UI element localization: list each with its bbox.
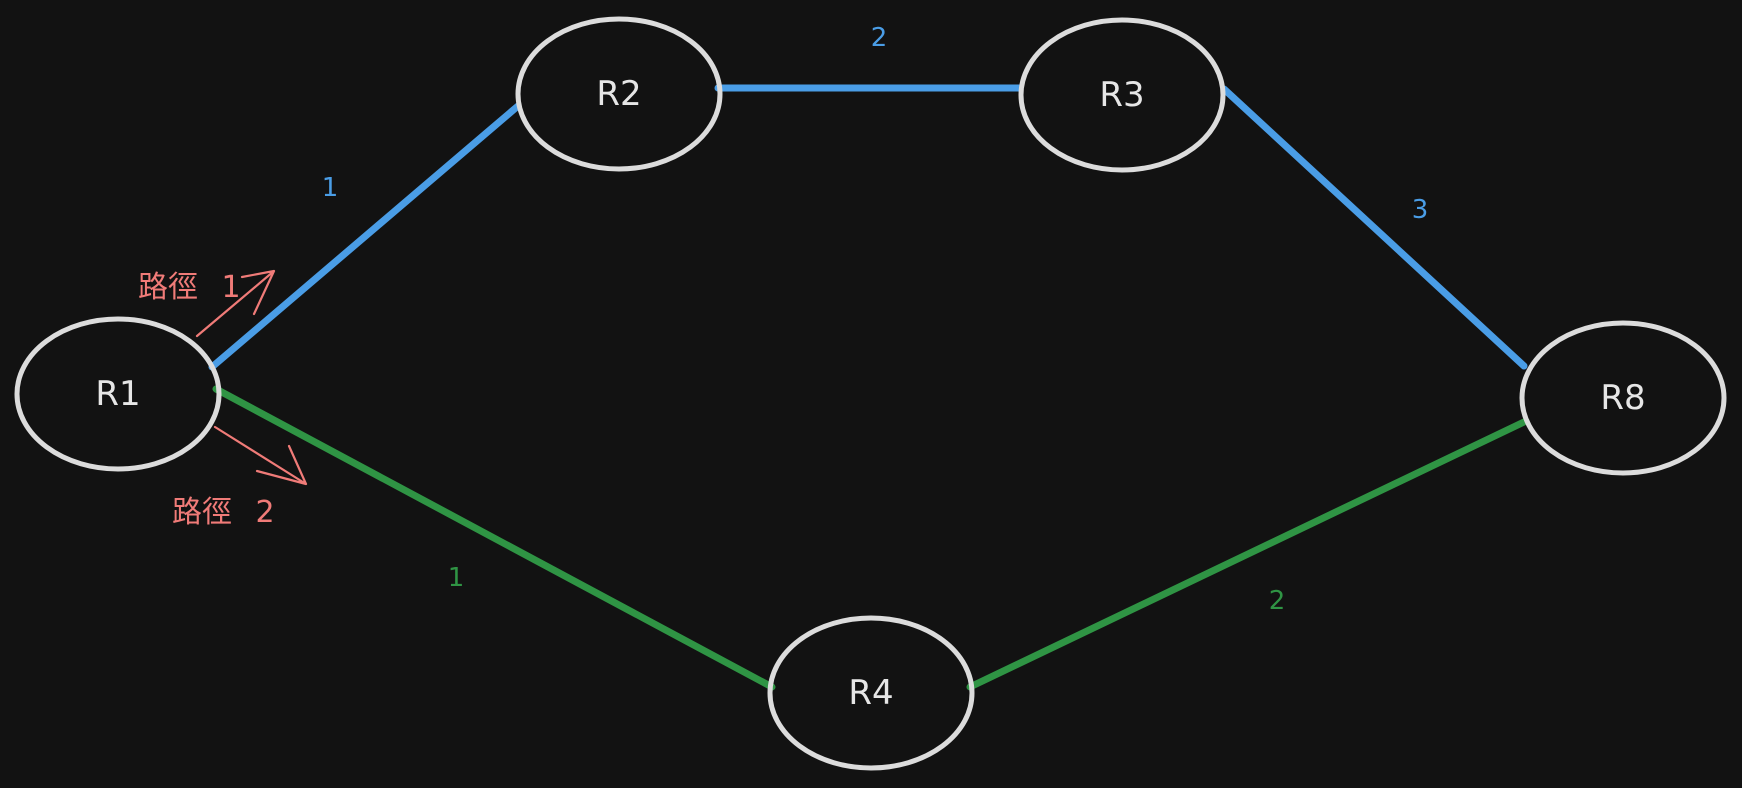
node-r4-label: R4	[848, 673, 893, 713]
node-r4-shape	[767, 615, 975, 771]
edge-weights: 1 2 3 1 2	[322, 23, 1429, 616]
path-1-annotation: 路徑 1	[138, 269, 276, 338]
node-r3-shape	[1018, 17, 1226, 173]
node-r2-label: R2	[596, 74, 641, 114]
edge-r1-r2	[208, 102, 522, 371]
path-1-text: 路徑	[138, 270, 198, 305]
path-2-label: 路徑 2	[172, 495, 275, 530]
node-r8[interactable]: R8	[1519, 320, 1727, 476]
node-r4[interactable]: R4	[767, 615, 975, 771]
edge-r1-r4	[212, 385, 776, 691]
edges	[208, 84, 1530, 691]
path-annotations: 路徑 1 路徑 2	[138, 269, 308, 530]
node-r8-shape	[1519, 320, 1727, 476]
path-1-number: 1	[222, 270, 241, 305]
path-2-number: 2	[256, 495, 275, 530]
node-r3[interactable]: R3	[1018, 17, 1226, 173]
node-r3-label: R3	[1099, 75, 1144, 115]
path-2-arrow-icon	[213, 425, 308, 486]
edge-r4-r8	[966, 417, 1530, 691]
path-2-annotation: 路徑 2	[172, 425, 308, 530]
path-1-arrow-icon	[195, 269, 276, 338]
node-r8-label: R8	[1600, 378, 1645, 418]
node-r1-label: R1	[95, 374, 140, 414]
weight-r1-r4: 1	[448, 563, 465, 593]
nodes: R1 R2 R3 R8 R4	[14, 16, 1727, 771]
weight-r3-r8: 3	[1412, 195, 1429, 225]
node-r2[interactable]: R2	[515, 16, 723, 172]
weight-r4-r8: 2	[1269, 586, 1286, 616]
edge-r3-r8	[1220, 85, 1528, 370]
weight-r1-r2: 1	[322, 173, 339, 203]
weight-r2-r3: 2	[871, 23, 888, 53]
node-r1-shape	[14, 316, 222, 472]
path-2-text: 路徑	[172, 495, 232, 530]
path-1-label: 路徑 1	[138, 270, 241, 305]
node-r1[interactable]: R1	[14, 316, 222, 472]
node-r2-shape	[515, 16, 723, 172]
